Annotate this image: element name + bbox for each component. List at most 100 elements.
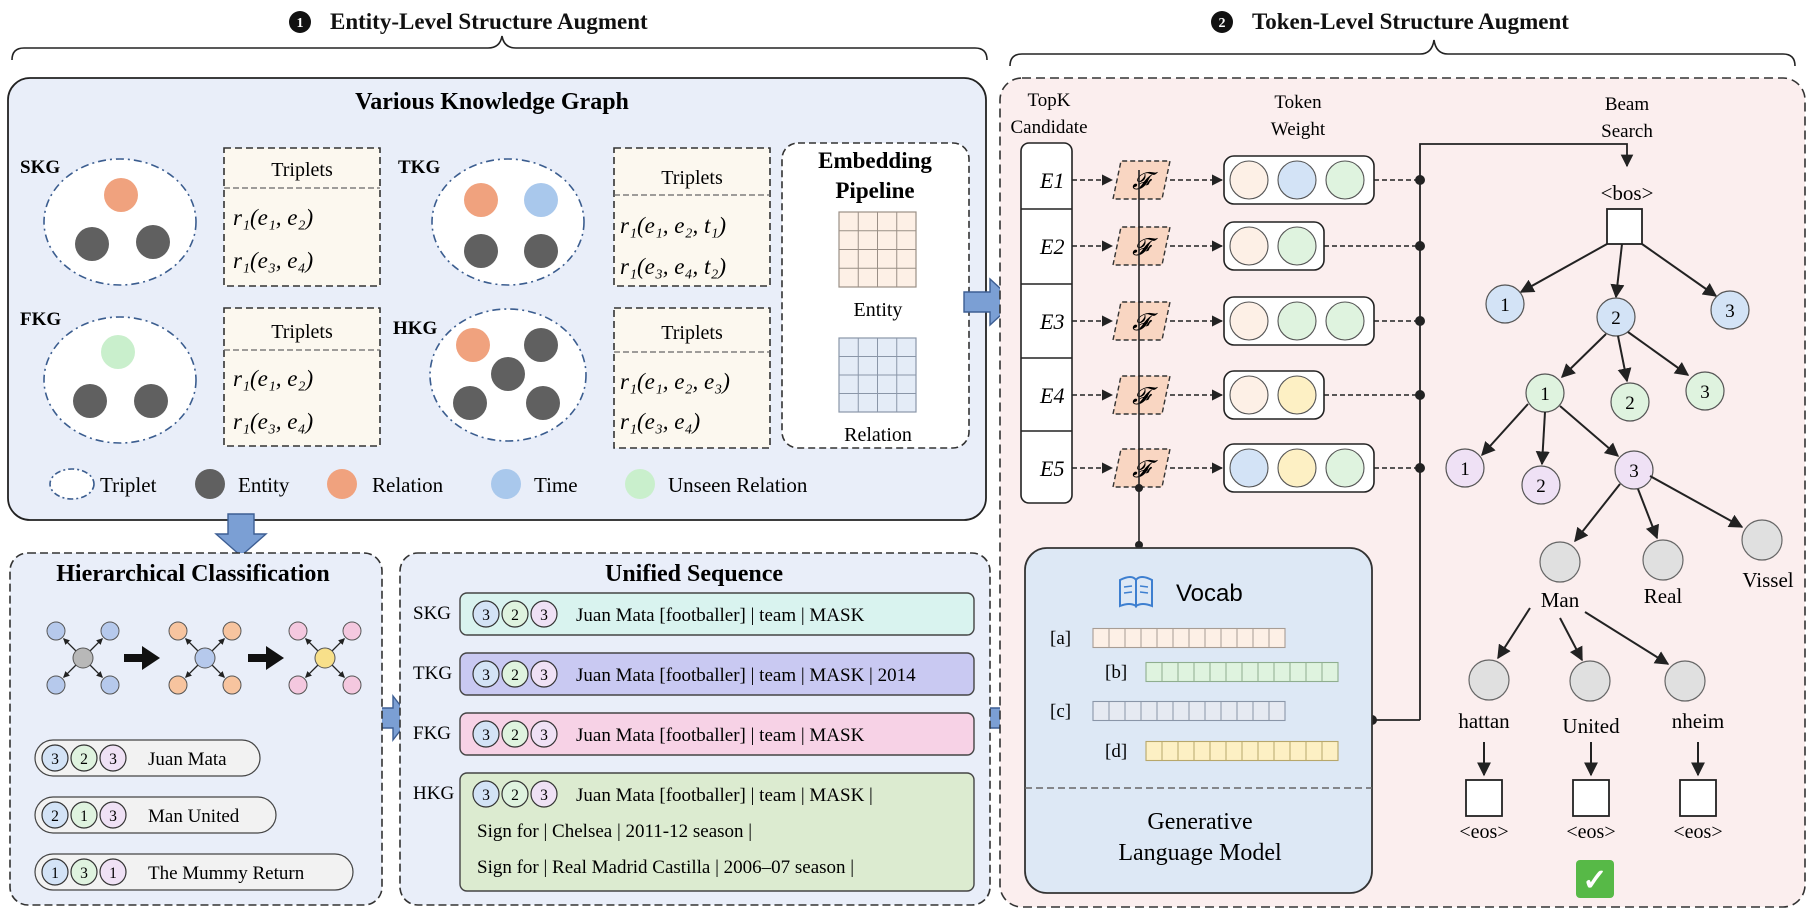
tree-edge [1535,411,1550,466]
beam-token-node [1741,519,1783,561]
tree-edge [1584,611,1670,665]
graph-fkg: FKG Triplets r₁(e₁, e₂) r₁(e₃, e₄) [20,307,381,447]
section2-title: Token-Level Structure Augment [1252,9,1569,34]
triplet-row: r₁(e₃, e₄) [233,409,313,434]
legend-label: Unseen Relation [668,473,808,497]
legend-label: Time [534,473,578,497]
id-chip-label: 3 [482,787,490,804]
token-weight-circle [1229,226,1269,266]
relation-node [104,178,138,212]
beam-node-label: 2 [1625,393,1635,414]
entity-node [524,328,558,362]
entity-node [73,384,107,418]
beam-subtoken-node [1468,659,1510,701]
book-icon [1119,576,1153,608]
id-chip [530,600,558,628]
id-chip [70,744,98,772]
beam-node-l3 [1445,448,1485,488]
relation-embedding-grid [838,337,917,413]
sequence-box [459,712,975,756]
entity-node [491,357,525,391]
kg-panel-title: Various Knowledge Graph [355,89,629,115]
id-chip [530,720,558,748]
token-weight-circle [1229,375,1269,415]
star-outer-node [288,621,308,641]
id-chip-label: 3 [80,865,88,882]
star-outer-node [222,621,242,641]
beam-node-label: 2 [1611,308,1621,329]
f-function-box [1112,375,1171,415]
candidate-column [1020,142,1073,504]
arrow-icon [124,646,160,670]
section1-header: 1 Entity-Level Structure Augment [11,9,988,61]
topk-label-line1: TopK [1027,90,1070,111]
id-chip-label: 1 [51,865,59,882]
id-chip [501,720,529,748]
sequence-label: HKG [413,783,454,804]
lm-title-line1: Generative [1147,809,1252,835]
id-chip [41,801,69,829]
id-chip-label: 2 [51,808,59,825]
sequence-text: Juan Mata [footballer] | team | MASK [576,605,865,626]
id-chip-label: 3 [51,751,59,768]
vocab-title: Vocab [1176,580,1243,607]
graph-hkg: HKG Triplets r₁(e₁, e₂, e₃) r₁(e₃, e₄) [393,307,771,449]
triplet-row: r₁(e₃, e₄) [620,409,700,434]
token-weight-circle [1277,301,1317,341]
section1-badge [289,11,311,33]
embedding-title-line2: Pipeline [835,178,914,203]
hierarchy-star-graphs [46,621,362,695]
triplets-box [613,147,771,287]
candidate-label: E2 [1039,234,1064,259]
id-chip [501,600,529,628]
vocab-row-label: [d] [1105,741,1127,762]
id-chip [99,858,127,886]
beam-node-l1 [1596,297,1636,337]
id-chip [530,780,558,808]
sequence-box [459,652,975,696]
graph-skg: SKG Triplets r₁(e₁, e₂) r₁(e₃, e₄) [20,147,381,287]
eos-node [1572,779,1610,817]
candidate-label: E5 [1039,456,1064,481]
token-weight-circle [1325,301,1365,341]
star-outer-node [222,675,242,695]
id-chip-label: 1 [109,865,117,882]
graph-label: FKG [20,309,61,330]
token-weight-circle [1277,160,1317,200]
triplet-row: r₁(e₁, e₂, t₁) [620,213,726,238]
triplets-box [223,147,381,287]
beam-subtoken-label: United [1562,714,1620,738]
entity-embedding-grid [838,211,917,288]
token-weight-circle [1277,375,1317,415]
tree-edge [1559,405,1620,457]
id-chip [41,744,69,772]
section1-title: Entity-Level Structure Augment [330,9,648,34]
id-chip-label: 1 [80,808,88,825]
beam-node-label: 1 [1500,295,1510,316]
sequence-text: Juan Mata [footballer] | team | MASK [576,725,865,746]
hierarchy-item-label: The Mummy Return [148,863,305,884]
triplets-box [223,307,381,447]
star-outer-node [46,621,66,641]
svg-text:1: 1 [297,16,304,31]
tree-edge [1641,243,1718,297]
beam-node-l3 [1614,450,1654,490]
entity-node [453,386,487,420]
eos-token: <eos> [1673,821,1722,843]
id-chip-label: 3 [482,667,490,684]
hierarchy-item-label: Man United [148,806,240,827]
legend: Triplet Entity Relation Time Unseen Rela… [49,468,808,500]
sequence-text: Juan Mata [footballer] | team | MASK | 2… [576,665,916,686]
id-chip [472,720,500,748]
tree-edge [1559,617,1583,662]
id-chip [99,801,127,829]
sequence-label: TKG [413,663,452,684]
graph-label: SKG [20,157,60,178]
id-chip [41,858,69,886]
tree-edge [1627,331,1690,376]
time-node [524,183,558,217]
